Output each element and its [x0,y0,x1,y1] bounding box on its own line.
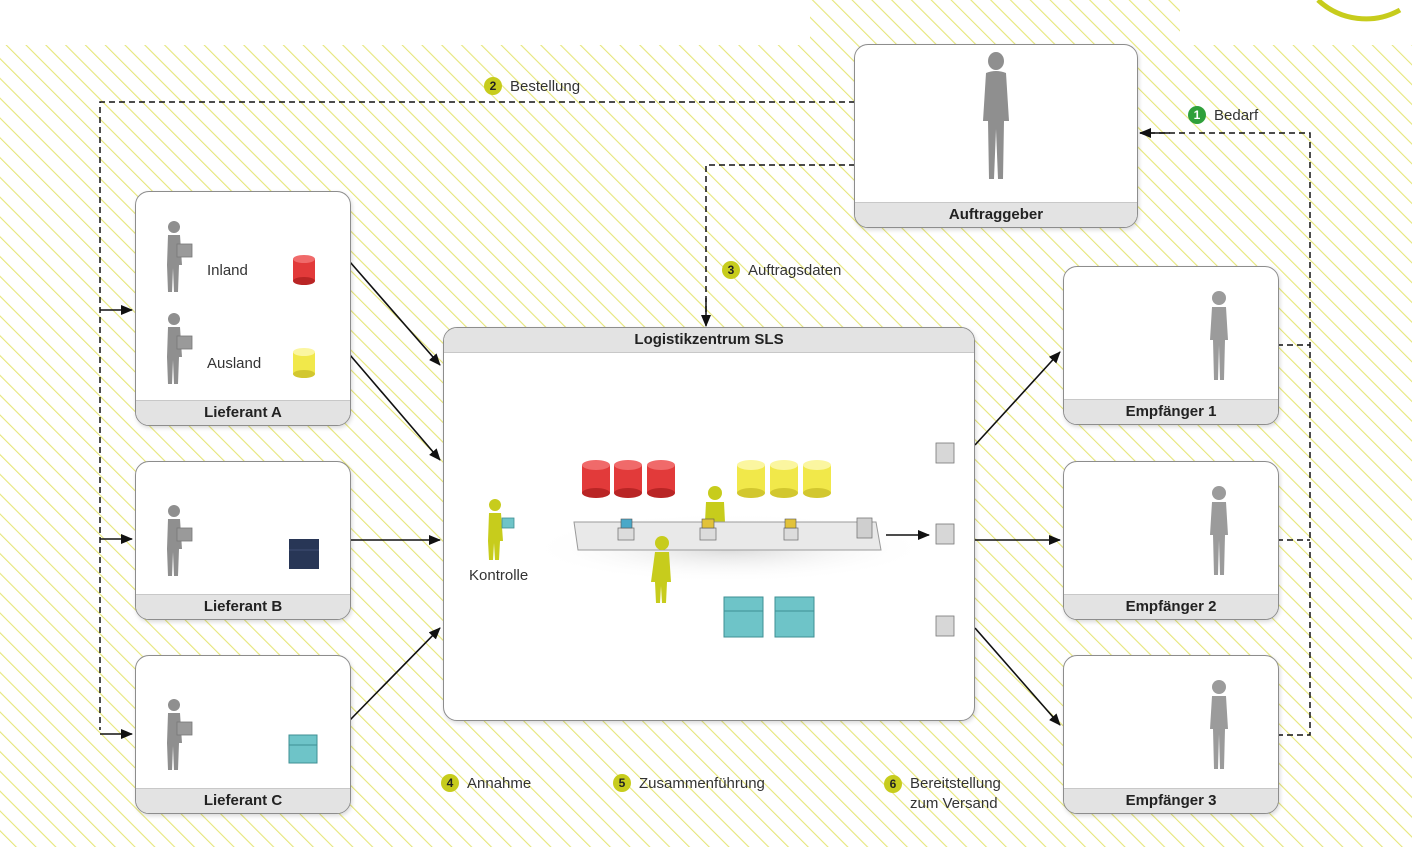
yellow-drum-icon [293,348,315,378]
step-4-annahme: 4 Annahme [441,774,531,792]
step-5-zusammenfuehrung: 5 Zusammenführung [613,774,765,792]
person-icon [1210,680,1228,769]
step-label: Annahme [467,774,532,792]
conveyor-table [573,521,882,551]
step-label-line1: Bereitstellung [910,775,1001,792]
recipient-2-box: Empfänger 2 [1063,461,1279,620]
recipient-1-box: Empfänger 1 [1063,266,1279,425]
step-label: Bestellung [510,77,581,95]
kontrolle-label: Kontrolle [469,567,529,584]
inspector-icon [488,499,515,560]
step-label: Auftragsdaten [748,261,842,279]
worker-carrying-icon [167,313,193,384]
workstation-icon [617,517,873,541]
step-number-badge: 1 [1188,106,1206,124]
recipient-2-caption: Empfänger 2 [1064,594,1278,619]
recipient-1-caption: Empfänger 1 [1064,399,1278,424]
supplier-a-box: Inland Ausland Lieferant A [135,191,351,426]
inland-label: Inland [207,262,248,279]
logistics-center-caption: Logistikzentrum SLS [444,328,974,353]
ausland-label: Ausland [207,355,262,372]
step-label: Bereitstellung zum Versand [910,774,1001,814]
worker-carrying-icon [167,699,193,770]
step-label: Bedarf [1214,106,1259,124]
supplier-c-box: Lieferant C [135,655,351,814]
dashed-arrowheads [100,128,1170,739]
step-3-auftragsdaten: 3 Auftragsdaten [722,261,841,279]
recipient-3-box: Empfänger 3 [1063,655,1279,814]
logistics-center-box: Logistikzentrum SLS [443,327,975,721]
worker-carrying-icon [167,221,193,292]
worker-icon [651,536,671,603]
step-number-badge: 2 [484,77,502,95]
worker-icon [705,486,725,522]
yellow-drum-icon [737,460,831,498]
outgoing-parcel-icon [935,442,955,637]
person-icon [983,52,1009,179]
supplier-b-caption: Lieferant B [136,594,350,619]
navy-box-icon [289,539,319,569]
supplier-a-caption: Lieferant A [136,400,350,425]
step-6-bereitstellung: 6 Bereitstellung zum Versand [884,774,1001,814]
step-2-bestellung: 2 Bestellung [484,77,580,95]
client-box: Auftraggeber [854,44,1138,228]
client-caption: Auftraggeber [855,202,1137,227]
corner-circle-arc [1316,0,1402,22]
person-icon [1210,291,1228,380]
step-label-line2: zum Versand [910,795,998,812]
solid-flow-arrows [349,261,1061,726]
supplier-b-box: Lieferant B [135,461,351,620]
teal-box-icon [288,734,318,764]
hatched-top-strip [810,0,1180,45]
dashed-flow-lines [99,101,1311,736]
person-icon [1210,486,1228,575]
step-label: Zusammenführung [639,774,765,792]
supplier-c-caption: Lieferant C [136,788,350,813]
warehouse-scene [488,442,955,638]
step-1-bedarf: 1 Bedarf [1188,106,1258,124]
red-drum-icon [582,460,675,498]
recipient-3-caption: Empfänger 3 [1064,788,1278,813]
step-number-badge: 3 [722,261,740,279]
step-number-badge: 4 [441,774,459,792]
worker-carrying-icon [167,505,193,576]
teal-box-icon [723,596,815,638]
step-number-badge: 5 [613,774,631,792]
step-number-badge: 6 [884,775,902,793]
red-drum-icon [293,255,315,285]
